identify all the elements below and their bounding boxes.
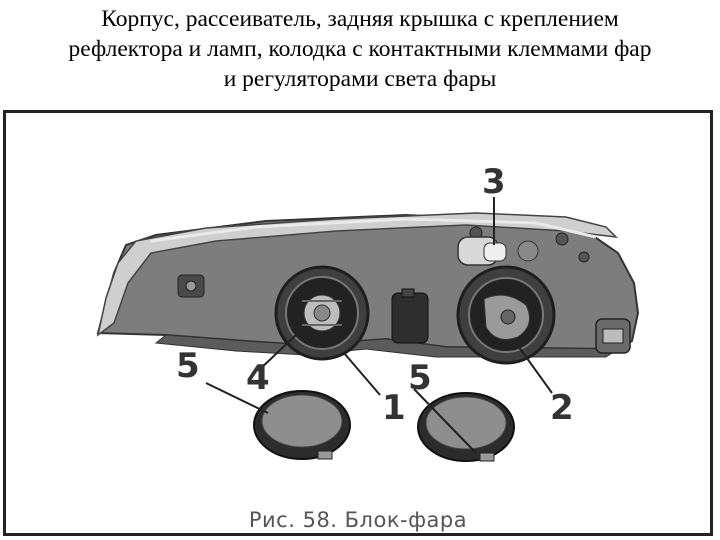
center-cover bbox=[391, 292, 429, 344]
callout-5-left: 5 bbox=[176, 346, 200, 386]
callout-4: 4 bbox=[246, 358, 270, 398]
callout-2: 2 bbox=[550, 388, 574, 428]
cap-left bbox=[253, 390, 351, 460]
headlight-lens-edge bbox=[96, 212, 619, 337]
figure-frame: 3 4 1 5 2 5 Рис. 58. Блок-фара bbox=[3, 110, 713, 536]
title-line-2: рефлектора и ламп, колодка с контактными… bbox=[68, 36, 652, 62]
callout-5-right: 5 bbox=[408, 358, 432, 398]
slide-title: Корпус, рассеиватель, задняя крышка с кр… bbox=[0, 4, 720, 94]
figure-caption: Рис. 58. Блок-фара bbox=[248, 508, 468, 532]
callout-1: 1 bbox=[382, 388, 406, 428]
title-line-3: и регуляторами света фары bbox=[223, 66, 497, 92]
callout-3: 3 bbox=[482, 162, 506, 202]
headlight-illustration: 3 4 1 5 2 5 bbox=[96, 162, 640, 462]
cap-right bbox=[417, 392, 515, 462]
title-line-1: Корпус, рассеиватель, задняя крышка с кр… bbox=[101, 6, 619, 32]
